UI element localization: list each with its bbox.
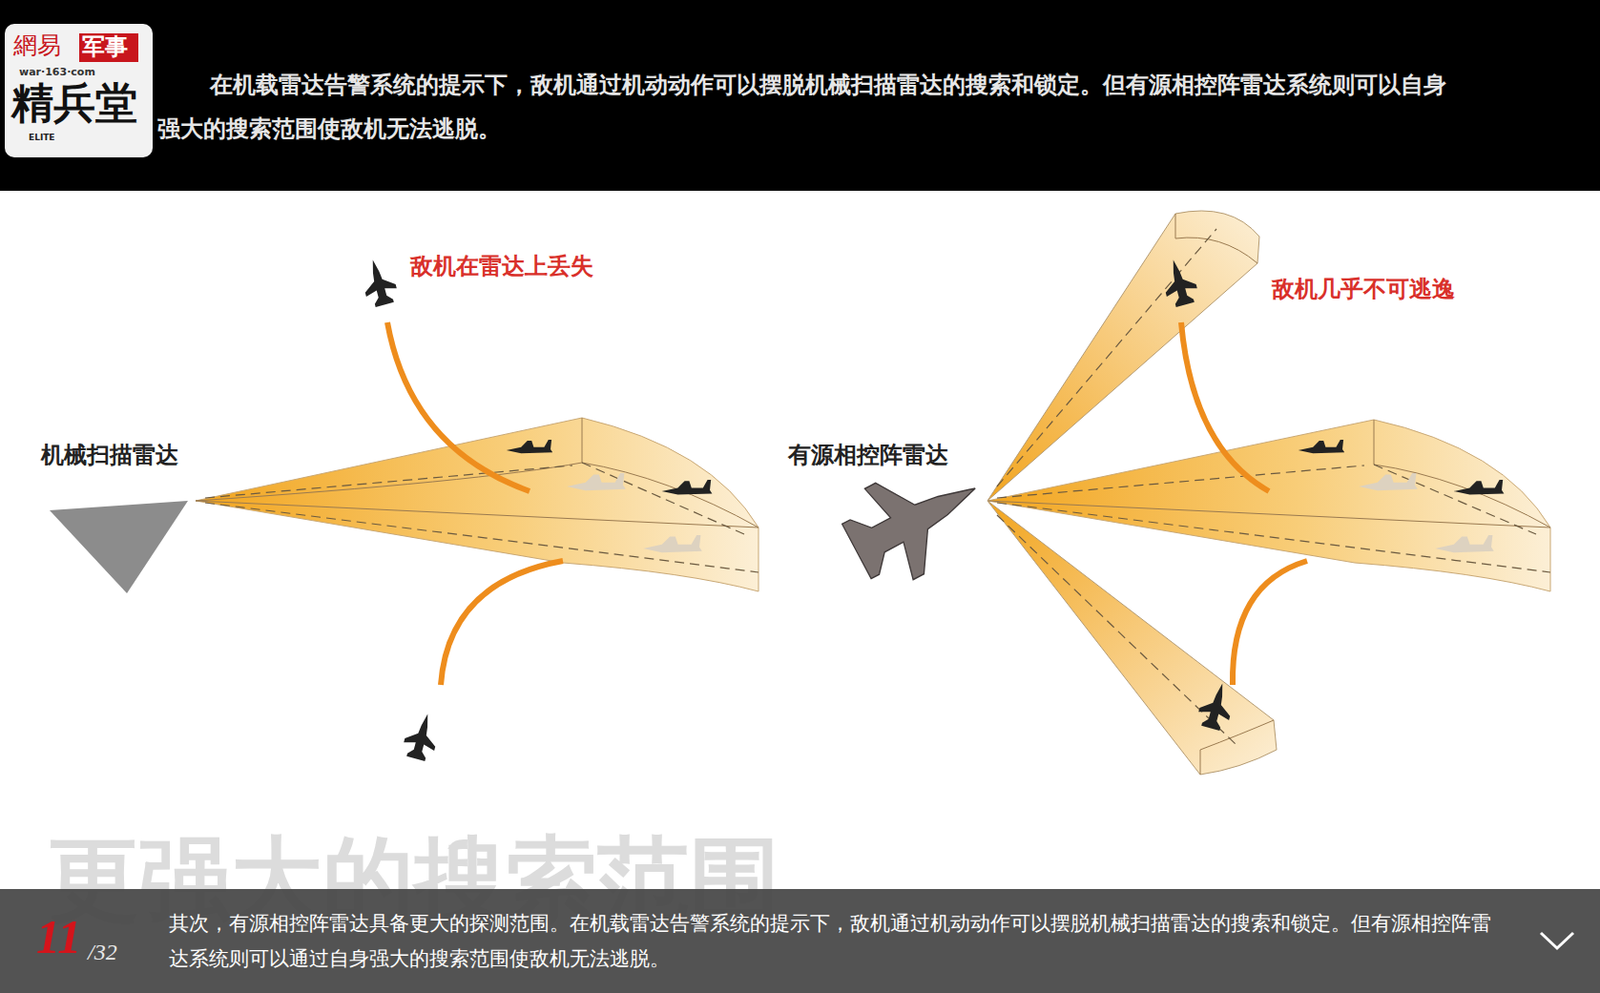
logo-text: 军事 (82, 34, 128, 60)
ghost-jet (643, 535, 703, 553)
enemy-jet (357, 255, 400, 309)
beam (987, 500, 1277, 775)
chevron-icon (1540, 933, 1574, 949)
header-text: 在机载雷达告警系统的提示下，敌机通过机动动作可以摆脱机械扫描雷达的搜索和锁定。但… (157, 62, 1465, 151)
top-band (0, 0, 1600, 191)
dashed-line (997, 464, 1551, 573)
dashed-line (205, 462, 759, 573)
enemy-jet (1158, 255, 1201, 309)
page-total: /32 (87, 939, 118, 965)
ghost-jet (1358, 473, 1418, 491)
enemy-jet (662, 479, 713, 496)
page-number: 11 (36, 911, 82, 964)
radar-triangle (49, 500, 188, 594)
logo-text: ELITE (28, 133, 56, 144)
beam-end (1175, 213, 1258, 264)
caption-text: 其次，有源相控阵雷达具备更大的探测范围。在机载雷达告警系统的提示下，敌机通过机动… (168, 906, 1496, 977)
ghost-jet (566, 473, 626, 491)
logo-url: war·163·com (19, 66, 96, 79)
enemy-jet (1195, 679, 1238, 732)
caption-bar (0, 889, 1600, 993)
callout-label: 敌机几乎不可逃逸 (1271, 276, 1455, 302)
beam-edge (987, 419, 1551, 528)
escape-path (387, 322, 530, 492)
beam (987, 210, 1260, 501)
enemy-jet (1454, 479, 1505, 496)
enemy-jet (400, 709, 443, 763)
beam-edge (195, 417, 759, 528)
escape-path (440, 561, 563, 686)
callout-label: 敌机在雷达上丢失 (410, 253, 594, 279)
radar-label: 机械扫描雷达 (41, 442, 179, 468)
beam (195, 417, 759, 592)
escape-path (1181, 322, 1269, 492)
escape-path (1232, 561, 1308, 686)
enemy-jet (1298, 439, 1345, 454)
logo-text: 網易 (13, 32, 62, 60)
logo-box (4, 23, 153, 158)
enemy-jet (506, 439, 553, 454)
logo-red-tag (79, 33, 139, 63)
logo-text: 精兵堂 (11, 80, 138, 126)
radar-label: 有源相控阵雷达 (788, 442, 949, 468)
ghost-jet (1434, 535, 1495, 553)
